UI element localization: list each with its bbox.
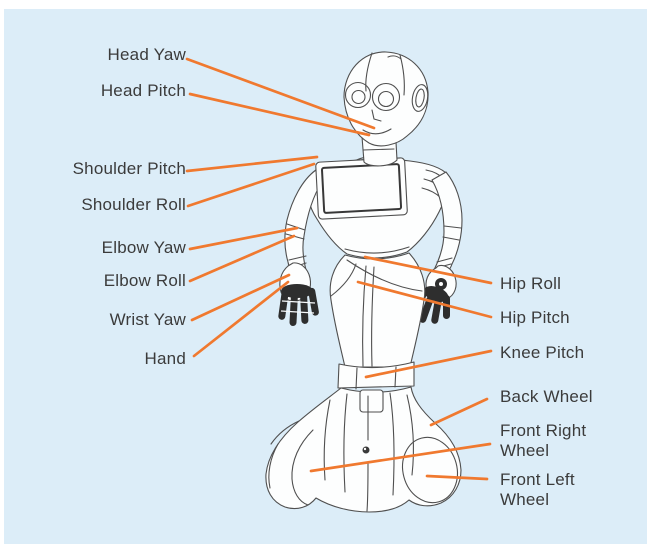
leader-hip-pitch (356, 280, 493, 319)
label-hip-roll: Hip Roll (500, 274, 562, 293)
robot-front-left-wheel (402, 436, 458, 504)
label-back-wheel: Back Wheel (500, 387, 593, 406)
leader-shoulder-pitch (185, 155, 319, 173)
robot-base-button (362, 446, 370, 454)
label-head-pitch: Head Pitch (100, 81, 186, 100)
label-hand: Hand (144, 349, 186, 368)
label-head-yaw: Head Yaw (107, 45, 186, 64)
leader-knee-pitch (364, 349, 493, 379)
label-wrist-yaw: Wrist Yaw (109, 310, 186, 329)
leader-head-yaw (185, 57, 376, 130)
label-shoulder-pitch: Shoulder Pitch (72, 159, 186, 178)
leader-hand (192, 280, 290, 358)
label-hip-pitch: Hip Pitch (500, 308, 570, 327)
leader-hip-roll (363, 255, 493, 285)
leader-shoulder-roll (186, 162, 316, 208)
label-front-left-wheel: Front Left Wheel (500, 470, 575, 509)
label-elbow-yaw: Elbow Yaw (101, 238, 186, 257)
label-elbow-roll: Elbow Roll (103, 271, 186, 290)
robot-nose (371, 109, 382, 122)
leader-back-wheel (429, 397, 489, 427)
robot-head (343, 51, 429, 147)
label-shoulder-roll: Shoulder Roll (81, 195, 186, 214)
leader-front-left-wheel (425, 474, 489, 481)
robot-tablet (315, 157, 408, 220)
robot-ear (411, 84, 429, 112)
leader-head-pitch (188, 92, 371, 137)
robot-right-hand (409, 278, 450, 324)
leader-front-right-wheel (309, 442, 492, 473)
leader-elbow-yaw (188, 226, 299, 251)
leader-elbow-roll (188, 234, 296, 283)
robot-hip (329, 252, 426, 368)
label-knee-pitch: Knee Pitch (500, 343, 585, 362)
leader-lines (185, 57, 493, 481)
robot-sketch (265, 51, 463, 513)
robot-left-hand (278, 284, 319, 326)
label-front-right-wheel: Front Right Wheel (500, 421, 587, 460)
leader-wrist-yaw (190, 273, 291, 322)
